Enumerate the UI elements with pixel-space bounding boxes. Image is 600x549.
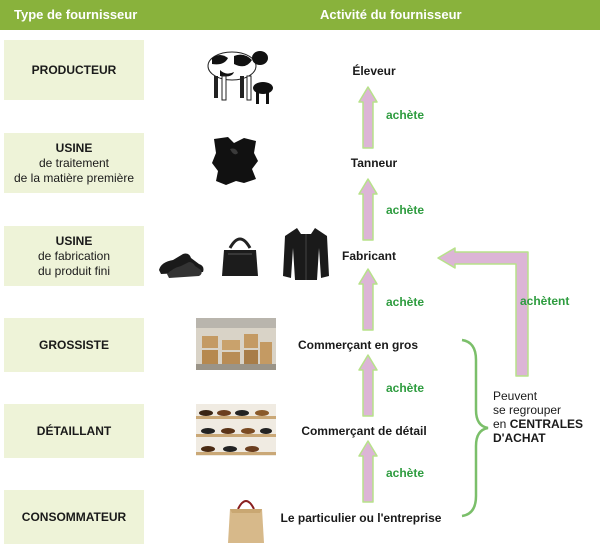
- type-main-label: USINE: [55, 233, 93, 248]
- central-buy-label: achètent: [520, 294, 570, 308]
- type-main-label: GROSSISTE: [38, 337, 109, 352]
- handbag-icon: [222, 237, 258, 276]
- buy-label: achète: [386, 108, 425, 122]
- shoe-icon: [159, 253, 204, 278]
- type-box-consommateur: CONSOMMATEUR: [4, 490, 144, 544]
- warehouse-icon: [196, 318, 276, 370]
- type-box-usine-fabrication: USINE de fabrication du produit fini: [4, 226, 144, 286]
- activity-commercant-gros: Commerçant en gros: [297, 338, 419, 352]
- grouping-bold: CENTRALES: [509, 417, 584, 431]
- activity-eleveur: Éleveur: [352, 64, 396, 78]
- type-box-detaillant: DÉTAILLANT: [4, 404, 144, 458]
- shoe-shelf-icon: [196, 404, 276, 456]
- header-supplier-activity: Activité du fournisseur: [320, 7, 462, 22]
- type-box-grossiste: GROSSISTE: [4, 318, 144, 372]
- buy-label: achète: [386, 203, 425, 217]
- type-main-label: DÉTAILLANT: [36, 423, 112, 438]
- shopping-bag-icon: [228, 500, 264, 543]
- up-arrow: [358, 354, 378, 417]
- activity-fabricant: Fabricant: [341, 249, 397, 263]
- grouping-line: se regrouper: [493, 403, 562, 417]
- type-sub-label: de traitement de la matière première: [13, 155, 135, 185]
- type-box-producteur: PRODUCTEUR: [4, 40, 144, 100]
- buy-label: achète: [386, 466, 425, 480]
- grouping-bold-line: D'ACHAT: [493, 431, 546, 445]
- type-main-label: USINE: [55, 140, 93, 155]
- type-sub-label: de fabrication du produit fini: [37, 248, 111, 278]
- activity-particulier: Le particulier ou l'entreprise: [280, 511, 442, 525]
- activity-tanneur: Tanneur: [350, 156, 398, 170]
- up-arrow: [358, 86, 378, 149]
- type-main-label: CONSOMMATEUR: [21, 509, 127, 524]
- grouping-brace: [461, 338, 489, 518]
- header-bar: Type de fournisseur Activité du fourniss…: [0, 0, 600, 30]
- header-supplier-type: Type de fournisseur: [14, 7, 138, 22]
- buy-label: achète: [386, 381, 425, 395]
- grouping-note: Peuvent se regrouper en CENTRALES D'ACHA…: [493, 389, 583, 445]
- type-main-label: PRODUCTEUR: [31, 62, 117, 77]
- hide-icon: [212, 137, 258, 185]
- buy-label: achète: [386, 295, 425, 309]
- cow-icon: [207, 51, 273, 104]
- up-arrow: [358, 268, 378, 331]
- grouping-line: Peuvent: [493, 389, 538, 403]
- central-arrow: [437, 247, 529, 377]
- type-box-usine-traitement: USINE de traitement de la matière premiè…: [4, 133, 144, 193]
- grouping-prefix: en: [493, 417, 507, 431]
- activity-commercant-detail: Commerçant de détail: [301, 424, 427, 438]
- jacket-icon: [283, 228, 329, 280]
- up-arrow: [358, 440, 378, 503]
- grouping-line: en CENTRALES: [493, 417, 583, 431]
- up-arrow: [358, 178, 378, 241]
